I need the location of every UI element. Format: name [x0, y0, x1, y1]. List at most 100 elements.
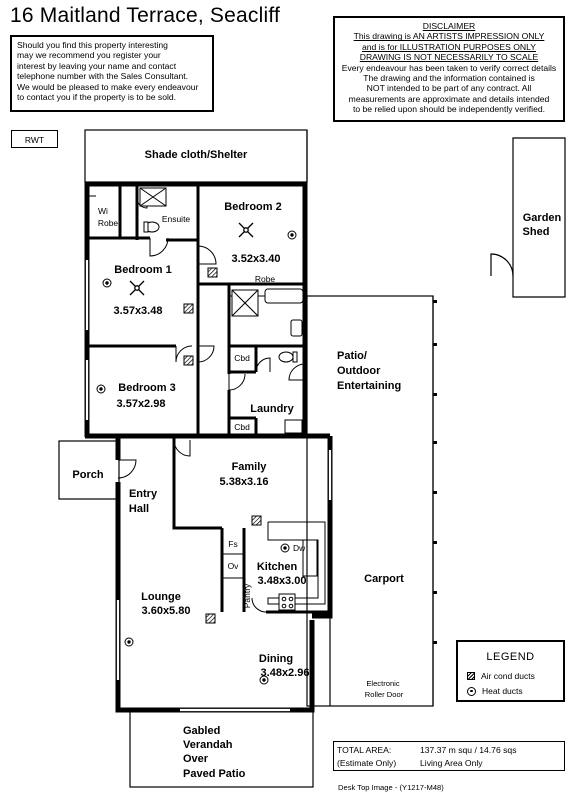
heat-duct-icon: [96, 384, 106, 394]
door-swing: [173, 439, 191, 457]
area-label-verandah: Paved Patio: [183, 768, 246, 780]
roller-door-label: Electronic: [366, 679, 400, 688]
air-cond-duct-icon: [205, 613, 216, 624]
carport-post: [433, 441, 437, 444]
disclaimer-line: NOT intended to be part of any contract.…: [366, 83, 532, 94]
exterior-wall: [85, 433, 121, 460]
room-label-lounge: Lounge: [141, 591, 181, 603]
room-size-bedroom-1: 3.57x3.48: [114, 305, 163, 317]
door-swing: [117, 459, 137, 479]
porch-area: [58, 440, 120, 500]
bathtub: [264, 288, 304, 304]
disclaimer-line: to be relied upon should be independentl…: [352, 104, 546, 115]
room-label-family: Family: [232, 461, 268, 473]
room-size-kitchen: 3.48x3.00: [258, 575, 307, 587]
notice-line: interest by leaving your name and contac…: [17, 60, 177, 71]
carport-post: [433, 343, 437, 346]
total-area-value: 137.37 m squ / 14.76 sqs: [420, 745, 517, 755]
shed-door: [490, 253, 514, 277]
area-label-verandah: Verandah: [183, 739, 233, 751]
room-label-patio: Entertaining: [337, 380, 401, 392]
carport-post: [433, 393, 437, 396]
notice-line: to contact you if the property is to be …: [17, 92, 177, 103]
carport-post: [433, 641, 437, 644]
air-cond-duct-icon: [251, 515, 262, 526]
notice-line: may we recommend you register your: [17, 50, 161, 61]
heat-duct-icon: [102, 278, 112, 288]
notice-line: telephone number with the Sales Consulta…: [17, 71, 189, 82]
room-label-patio: Patio/: [337, 350, 367, 362]
legend-row-heat: Heat ducts: [467, 686, 523, 696]
disclaimer-line: DRAWING IS NOT NECESSARILY TO SCALE: [359, 52, 539, 63]
roller-door-label: Roller Door: [365, 690, 404, 699]
room-size-bedroom-2: 3.52x3.40: [232, 253, 281, 265]
room-size-family: 5.38x3.16: [220, 476, 269, 488]
door-swing: [251, 597, 267, 613]
room-label-dishwasher: Dw: [293, 543, 306, 553]
room-size-lounge: 3.60x5.80: [142, 605, 191, 617]
legend-label: Heat ducts: [482, 686, 523, 696]
garden-shed: [512, 137, 566, 298]
room-label-entry-hall: Entry: [129, 488, 158, 500]
exterior-wall: [312, 436, 333, 619]
room-label-cupboard: Cbd: [234, 353, 250, 363]
room-label-ensuite: Ensuite: [162, 214, 191, 224]
interior-wall: [118, 184, 150, 240]
page-title: 16 Maitland Terrace, Seacliff: [10, 4, 281, 27]
air-cond-duct-icon: [207, 267, 218, 278]
room-label-patio: Outdoor: [337, 365, 381, 377]
heat-duct-icon: [259, 675, 269, 685]
carport-post: [433, 300, 437, 303]
air-cond-duct-icon: [183, 355, 194, 366]
heat-duct-icon: [287, 230, 297, 240]
patio-carport-outline: [306, 295, 434, 707]
carport-post: [433, 491, 437, 494]
heat-duct-icon: [280, 543, 290, 553]
heat-duct-icon: [467, 686, 476, 696]
laundry-trough: [284, 419, 303, 434]
room-label-robe: Robe: [255, 274, 276, 284]
room-label-laundry: Laundry: [250, 403, 294, 415]
disclaimer-line: The drawing and the information containe…: [363, 73, 535, 84]
area-label-verandah: Over: [183, 753, 209, 765]
door-swing: [197, 245, 217, 265]
room-label-carport: Carport: [364, 573, 404, 585]
notice-line: We would be pleased to make every endeav…: [17, 81, 199, 92]
disclaimer-line: This drawing is AN ARTISTS IMPRESSION ON…: [353, 31, 545, 42]
register-interest-notice: Should you find this property interestin…: [10, 35, 214, 112]
total-area-label: TOTAL AREA:: [337, 745, 392, 755]
room-label-wi-robe: Wi: [98, 206, 108, 216]
total-area-box: TOTAL AREA: (Estimate Only) 137.37 m squ…: [333, 741, 565, 771]
room-label-garden-shed: Shed: [523, 226, 550, 238]
total-area-value: Living Area Only: [420, 758, 483, 768]
disclaimer-heading: DISCLAIMER: [422, 21, 476, 31]
ceiling-fan-icon: [238, 222, 254, 238]
legend-box: LEGEND Air cond ducts Heat ducts: [456, 640, 565, 702]
agent-code-tag: RWT: [11, 130, 58, 148]
room-label-bedroom-2: Bedroom 2: [224, 201, 281, 213]
room-label-kitchen: Kitchen: [257, 561, 298, 573]
disclaimer-line: measurements are approximate and details…: [348, 93, 550, 104]
toilet-cistern: [143, 221, 149, 233]
door-swing: [175, 345, 193, 363]
room-label-fridge-space: Fs: [228, 539, 237, 549]
room-label-dining: Dining: [259, 653, 293, 665]
room-label-oven: Ov: [228, 561, 240, 571]
carport-post: [433, 541, 437, 544]
room-label-bedroom-3: Bedroom 3: [118, 382, 175, 394]
legend-label: Air cond ducts: [481, 671, 535, 681]
room-label-entry-hall: Hall: [129, 503, 149, 515]
toilet-cistern: [292, 351, 298, 363]
door-swing: [149, 237, 169, 257]
area-label-verandah: Gabled: [183, 725, 220, 737]
disclaimer-box: DISCLAIMER This drawing is AN ARTISTS IM…: [333, 16, 565, 122]
disclaimer-line: Every endeavour has been taken to verify…: [341, 62, 557, 73]
disclaimer-line: and is for ILLUSTRATION PURPOSES ONLY: [362, 41, 536, 52]
room-label-shade: Shade cloth/Shelter: [145, 149, 248, 161]
notice-line: Should you find this property interestin…: [17, 40, 168, 50]
legend-row-air: Air cond ducts: [467, 671, 535, 681]
heat-duct-icon: [124, 637, 134, 647]
room-label-bedroom-1: Bedroom 1: [114, 264, 171, 276]
ceiling-fan-icon: [129, 280, 145, 296]
legend-title: LEGEND: [486, 651, 535, 663]
